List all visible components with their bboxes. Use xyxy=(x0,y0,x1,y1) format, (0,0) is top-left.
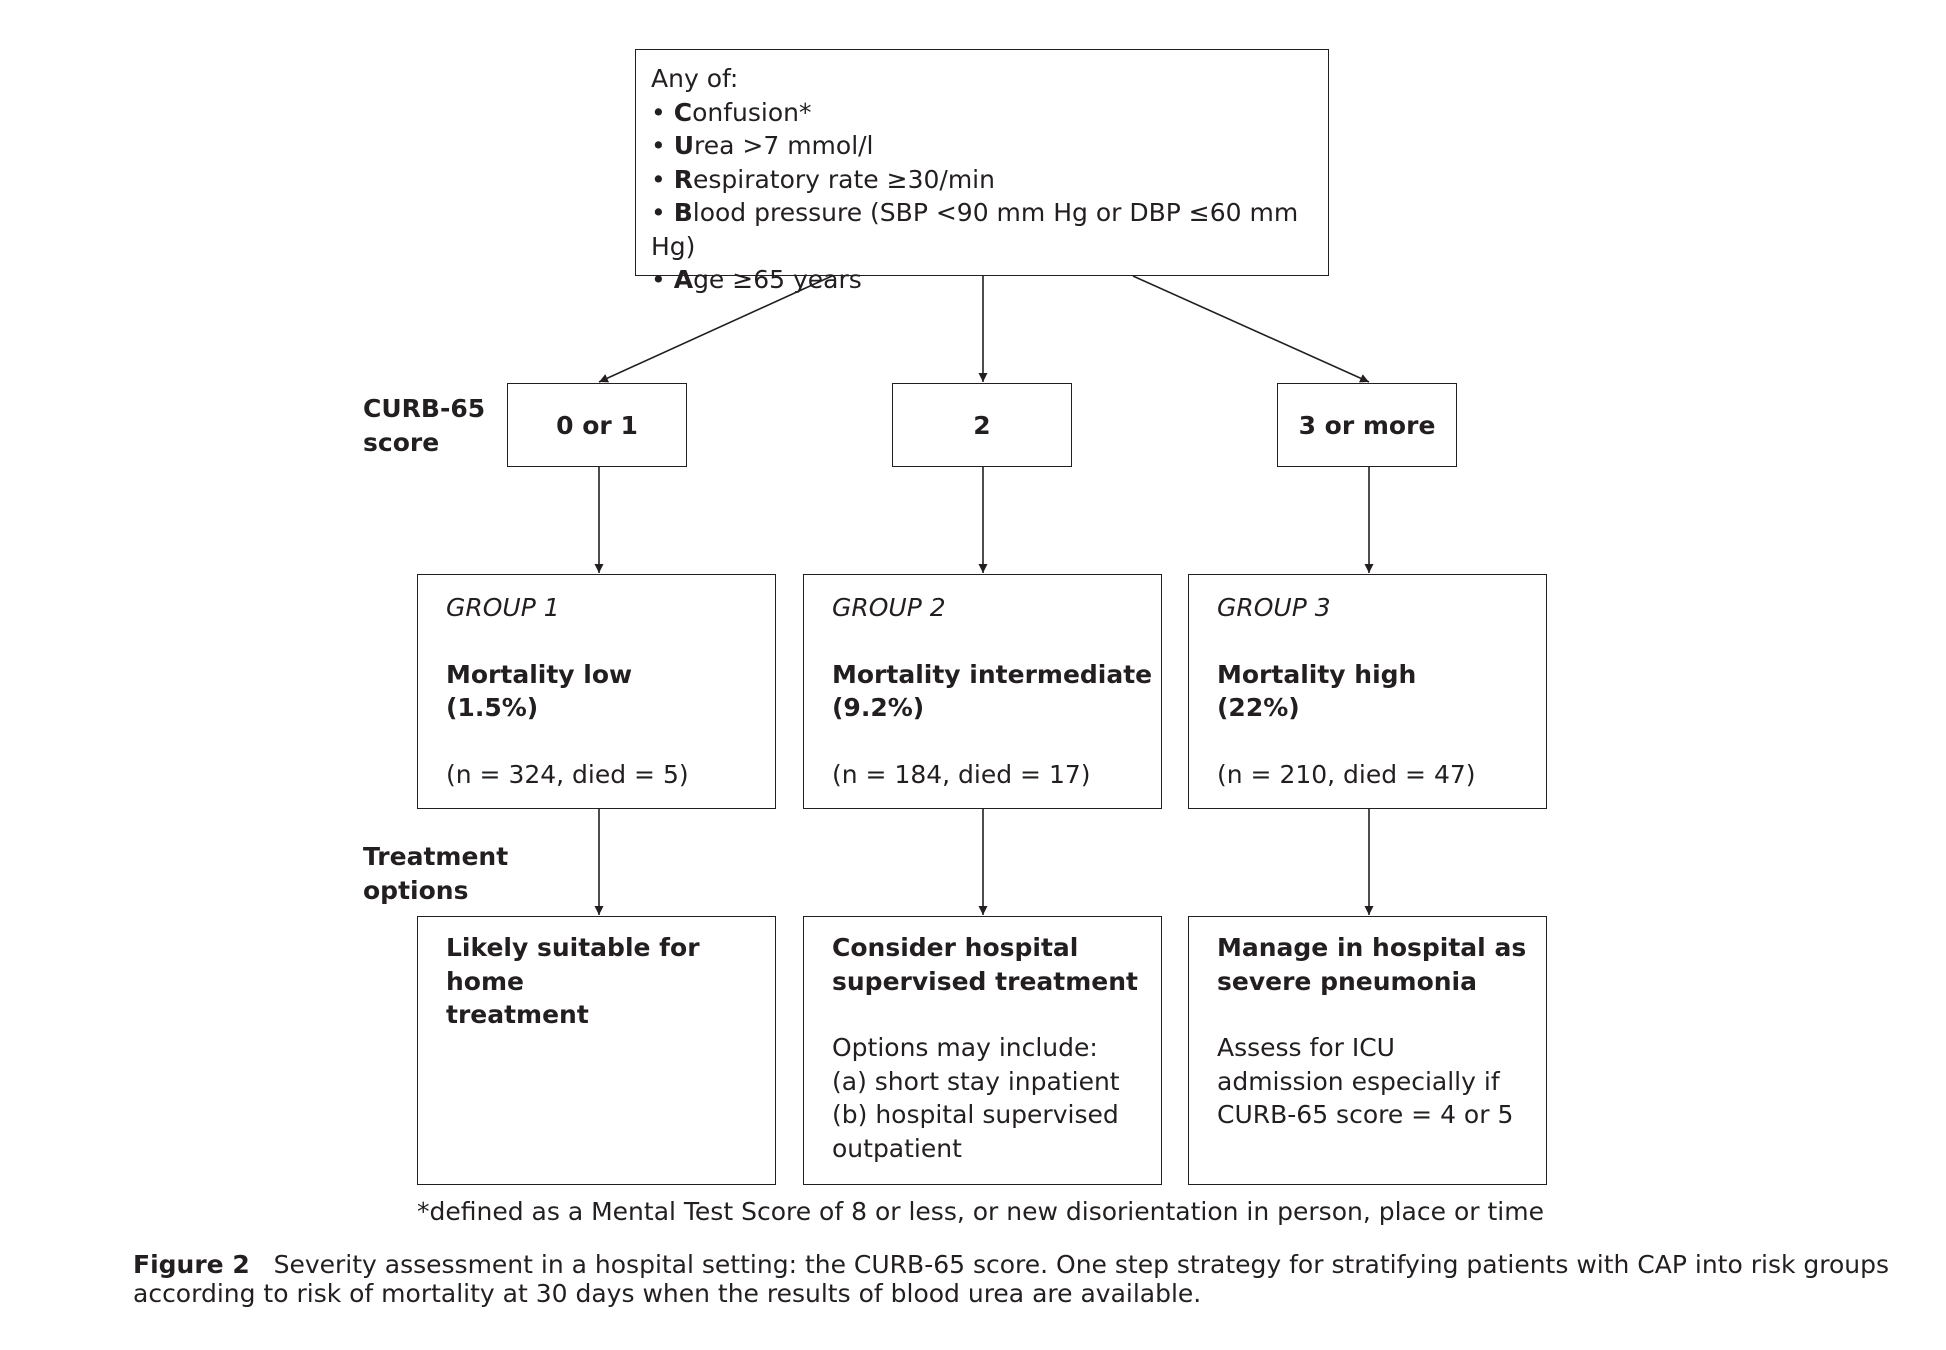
group-mortality-percent: (1.5%) xyxy=(446,693,539,722)
group-counts: (n = 324, died = 5) xyxy=(446,759,689,789)
treatment-title: treatment xyxy=(446,1000,589,1029)
score-value: 3 or more xyxy=(1298,410,1436,440)
arrow-criteria-to-score-1 xyxy=(598,275,833,383)
treatment-box-1: Likely suitable for home treatment xyxy=(417,916,776,1185)
criteria-initial: R xyxy=(673,164,693,194)
score-box-3: 3 or more xyxy=(1277,383,1457,467)
treatment-title: severe pneumonia xyxy=(1217,966,1477,996)
criteria-text: espiratory rate ≥30/min xyxy=(692,164,995,194)
treatment-detail: (b) hospital supervised xyxy=(832,1100,1119,1129)
criteria-initial: B xyxy=(673,198,693,227)
group-mortality-percent: (9.2%) xyxy=(832,693,925,722)
criteria-intro: Any of: xyxy=(651,64,739,93)
criteria-item: • Urea >7 mmol/l xyxy=(651,131,874,160)
treatment-side-label: Treatment options xyxy=(363,840,508,908)
treatment-box-3: Manage in hospital as severe pneumonia A… xyxy=(1188,916,1547,1185)
criteria-text: lood pressure (SBP <90 mm Hg or DBP ≤60 … xyxy=(651,198,1299,261)
footnote: *defined as a Mental Test Score of 8 or … xyxy=(417,1197,1544,1226)
figure-caption: Figure 2 Severity assessment in a hospit… xyxy=(133,1250,1889,1308)
treatment-detail: (a) short stay inpatient xyxy=(832,1066,1120,1096)
criteria-text: ge ≥65 years xyxy=(693,265,862,294)
treatment-title: supervised treatment xyxy=(832,966,1138,996)
score-label-line: CURB-65 xyxy=(363,394,486,423)
group-box-2: GROUP 2 Mortality intermediate (9.2%) (n… xyxy=(803,574,1162,809)
group-name: GROUP 2 xyxy=(832,593,946,622)
group-counts: (n = 184, died = 17) xyxy=(832,759,1091,789)
treatment-title: Consider hospital xyxy=(832,933,1079,962)
criteria-box: Any of: • Confusion* • Urea >7 mmol/l • … xyxy=(635,49,1329,294)
treatment-box-2: Consider hospital supervised treatment O… xyxy=(803,916,1162,1185)
criteria-initial: C xyxy=(673,97,693,127)
criteria-initial: U xyxy=(673,131,695,160)
group-mortality: Mortality low xyxy=(446,659,633,689)
criteria-item: • Age ≥65 years xyxy=(651,265,862,294)
treatment-detail: Assess for ICU xyxy=(1217,1033,1395,1062)
caption-label: Figure 2 xyxy=(133,1250,250,1279)
group-name: GROUP 3 xyxy=(1217,593,1331,622)
group-box-1: GROUP 1 Mortality low (1.5%) (n = 324, d… xyxy=(417,574,776,809)
score-box-1: 0 or 1 xyxy=(507,383,687,467)
caption-line: according to risk of mortality at 30 day… xyxy=(133,1279,1202,1308)
caption-text: Severity assessment in a hospital settin… xyxy=(273,1250,1890,1279)
treatment-detail: Options may include: xyxy=(832,1033,1098,1062)
treatment-label-line: options xyxy=(363,876,469,905)
arrow-criteria-to-score-3 xyxy=(1132,275,1370,383)
score-label-line: score xyxy=(363,428,440,457)
group-mortality: Mortality high xyxy=(1217,659,1417,689)
treatment-title: Manage in hospital as xyxy=(1217,933,1527,962)
criteria-item: • Blood pressure (SBP <90 mm Hg or DBP ≤… xyxy=(651,198,1299,261)
criteria-item: • Confusion* xyxy=(651,97,812,127)
score-value: 0 or 1 xyxy=(556,410,638,440)
score-box-2: 2 xyxy=(892,383,1072,467)
group-mortality-percent: (22%) xyxy=(1217,693,1300,722)
group-name: GROUP 1 xyxy=(446,593,560,622)
treatment-label-line: Treatment xyxy=(363,842,509,871)
group-box-3: GROUP 3 Mortality high (22%) (n = 210, d… xyxy=(1188,574,1547,809)
treatment-title: Likely suitable for home xyxy=(446,933,700,996)
score-side-label: CURB-65 score xyxy=(363,392,485,460)
criteria-initial: A xyxy=(673,265,694,294)
criteria-item: • Respiratory rate ≥30/min xyxy=(651,164,995,194)
criteria-text: rea >7 mmol/l xyxy=(694,131,874,160)
criteria-text: onfusion* xyxy=(692,97,812,127)
caption-line: Figure 2 Severity assessment in a hospit… xyxy=(133,1250,1889,1279)
group-counts: (n = 210, died = 47) xyxy=(1217,759,1476,789)
treatment-detail: admission especially if xyxy=(1217,1066,1500,1096)
treatment-detail: outpatient xyxy=(832,1133,962,1163)
treatment-detail: CURB-65 score = 4 or 5 xyxy=(1217,1100,1514,1129)
group-mortality: Mortality intermediate xyxy=(832,659,1153,689)
score-value: 2 xyxy=(973,410,991,440)
